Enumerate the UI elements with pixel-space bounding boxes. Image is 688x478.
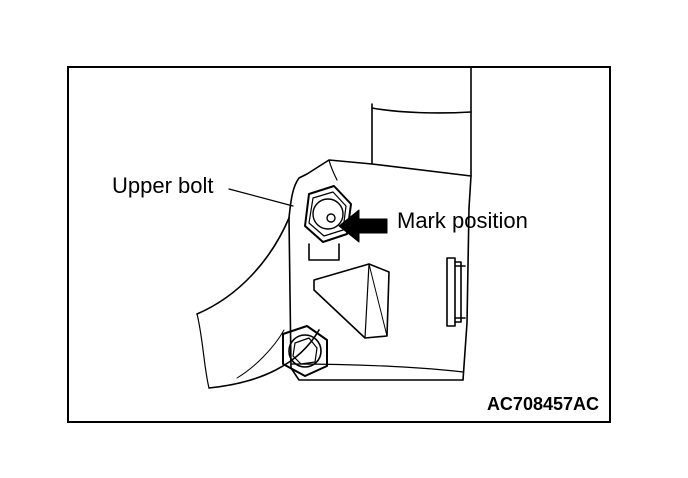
lower-arm: [196, 217, 320, 389]
strut-tube: [371, 68, 472, 177]
mark-position-label: Mark position: [397, 208, 528, 233]
upper-bolt-head: [304, 185, 352, 261]
bolt-assembly-drawing: [196, 68, 472, 389]
upper-bolt-label: Upper bolt: [112, 173, 214, 198]
lower-bolt-head: [282, 325, 328, 377]
figure-code: AC708457AC: [486, 394, 599, 414]
mark-position-arrow: [338, 209, 388, 243]
upper-bolt-leader: [228, 188, 294, 207]
bracket-gusset: [313, 263, 390, 339]
figure-frame: Upper bolt Mark position AC708457AC: [67, 66, 611, 423]
side-clip: [446, 257, 466, 327]
knuckle-bracket: [288, 159, 472, 381]
